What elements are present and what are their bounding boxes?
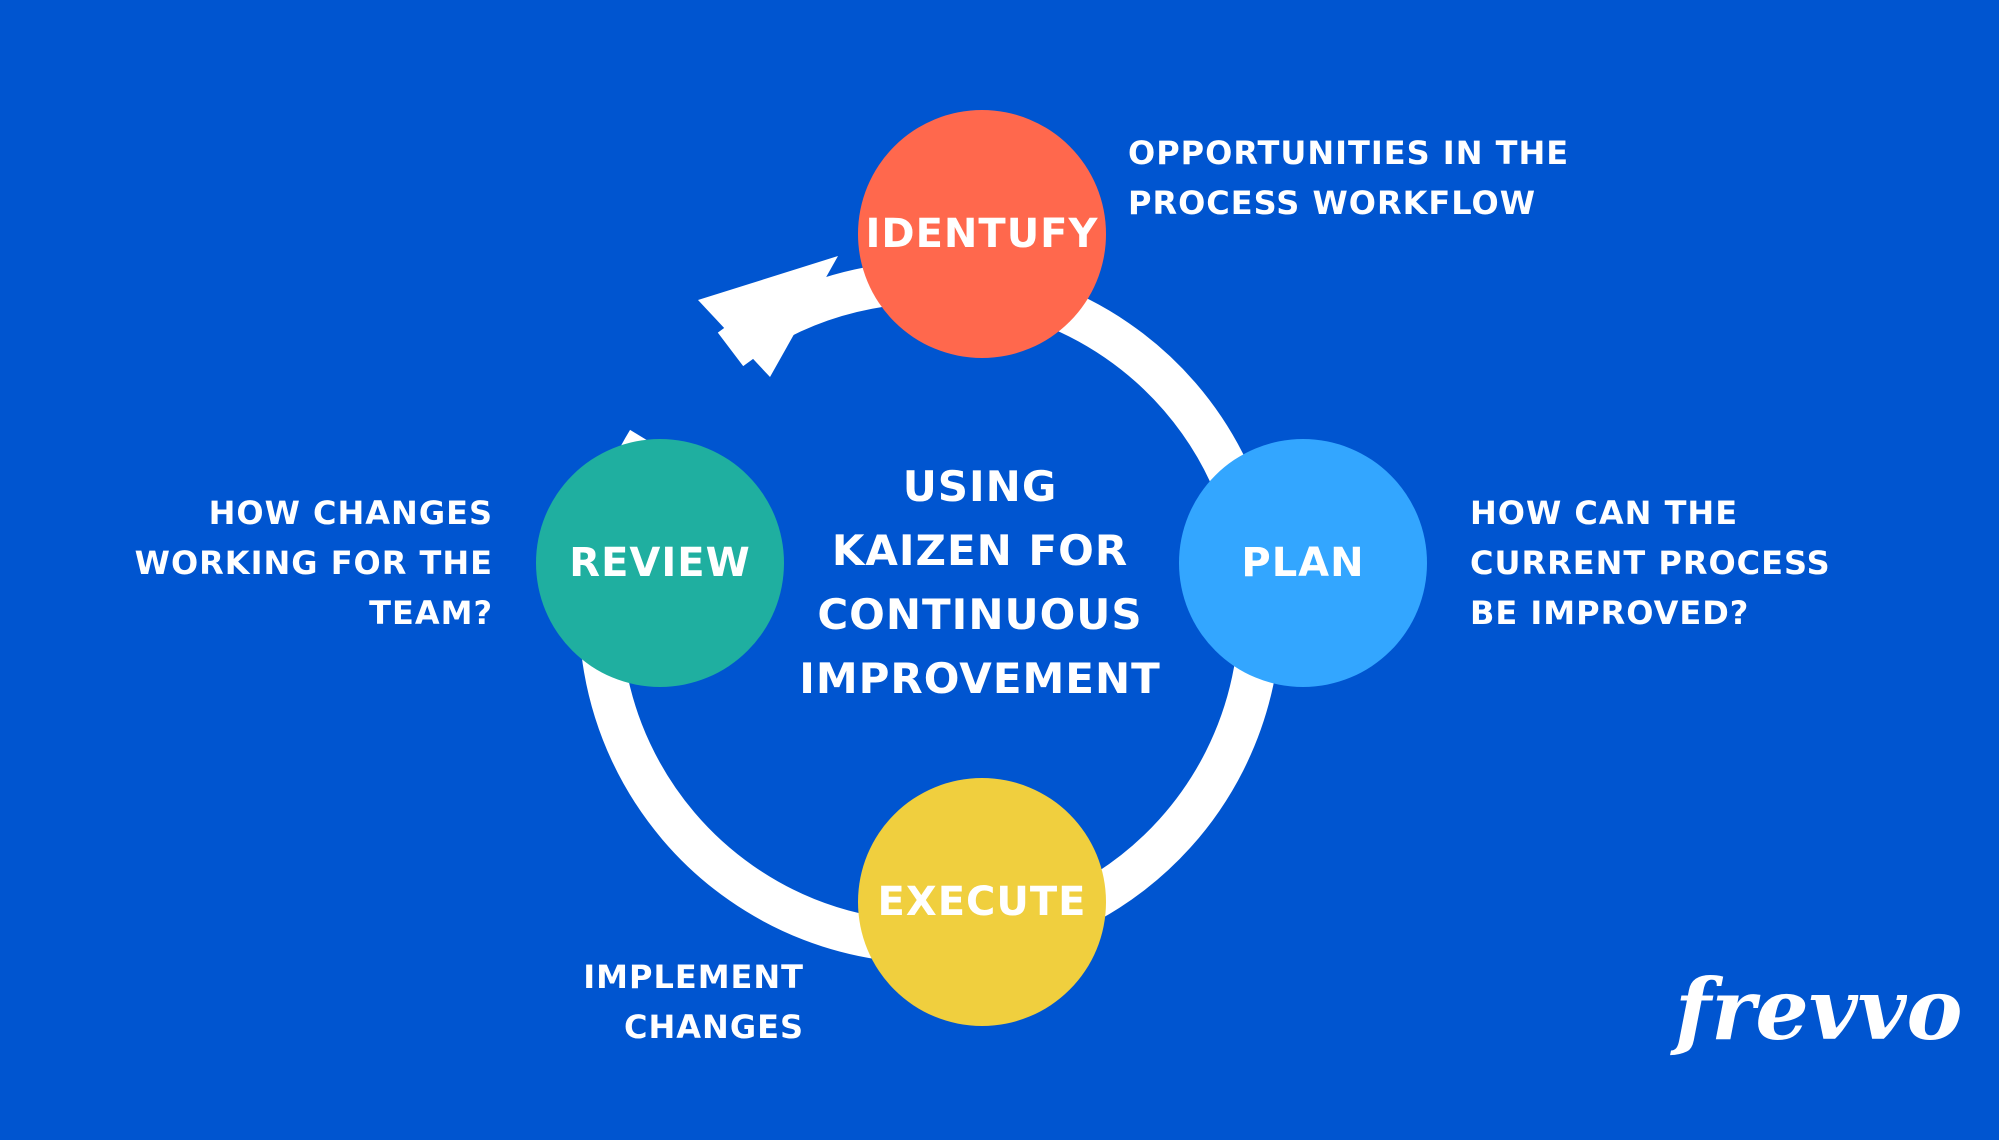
execute-node: EXECUTE (858, 778, 1106, 1026)
bottom-border (0, 1140, 1999, 1143)
execute-label: EXECUTE (877, 879, 1087, 925)
plan-node: PLAN (1179, 439, 1427, 687)
note-line: CURRENT PROCESS (1470, 544, 1831, 582)
note-line: HOW CAN THE (1470, 494, 1739, 532)
title-line: KAIZEN FOR (831, 526, 1129, 575)
review-node: REVIEW (536, 439, 784, 687)
note-line: CHANGES (624, 1008, 804, 1046)
note-line: IMPLEMENT (583, 958, 804, 996)
center-title: USING KAIZEN FOR CONTINUOUS IMPROVEMENT (780, 455, 1180, 711)
title-line: USING (902, 462, 1058, 511)
title-line: IMPROVEMENT (799, 654, 1161, 703)
cycle-arrowhead (698, 256, 838, 377)
note-line: TEAM? (369, 594, 493, 632)
note-line: WORKING FOR THE (134, 544, 493, 582)
title-line: CONTINUOUS (817, 590, 1143, 639)
identify-label: IDENTUFY (865, 211, 1099, 257)
frevvo-logo: frevvo (1675, 960, 1963, 1059)
review-label: REVIEW (569, 540, 751, 586)
note-line: PROCESS WORKFLOW (1128, 184, 1536, 222)
review-note: HOW CHANGES WORKING FOR THE TEAM? (135, 488, 493, 638)
plan-note: HOW CAN THE CURRENT PROCESS BE IMPROVED? (1470, 488, 1831, 638)
identify-node: IDENTUFY (858, 110, 1106, 358)
plan-label: PLAN (1241, 540, 1365, 586)
note-line: OPPORTUNITIES IN THE (1128, 134, 1570, 172)
execute-note: IMPLEMENT CHANGES (583, 952, 804, 1052)
note-line: BE IMPROVED? (1470, 594, 1750, 632)
note-line: HOW CHANGES (208, 494, 493, 532)
identify-note: OPPORTUNITIES IN THE PROCESS WORKFLOW (1128, 128, 1569, 228)
